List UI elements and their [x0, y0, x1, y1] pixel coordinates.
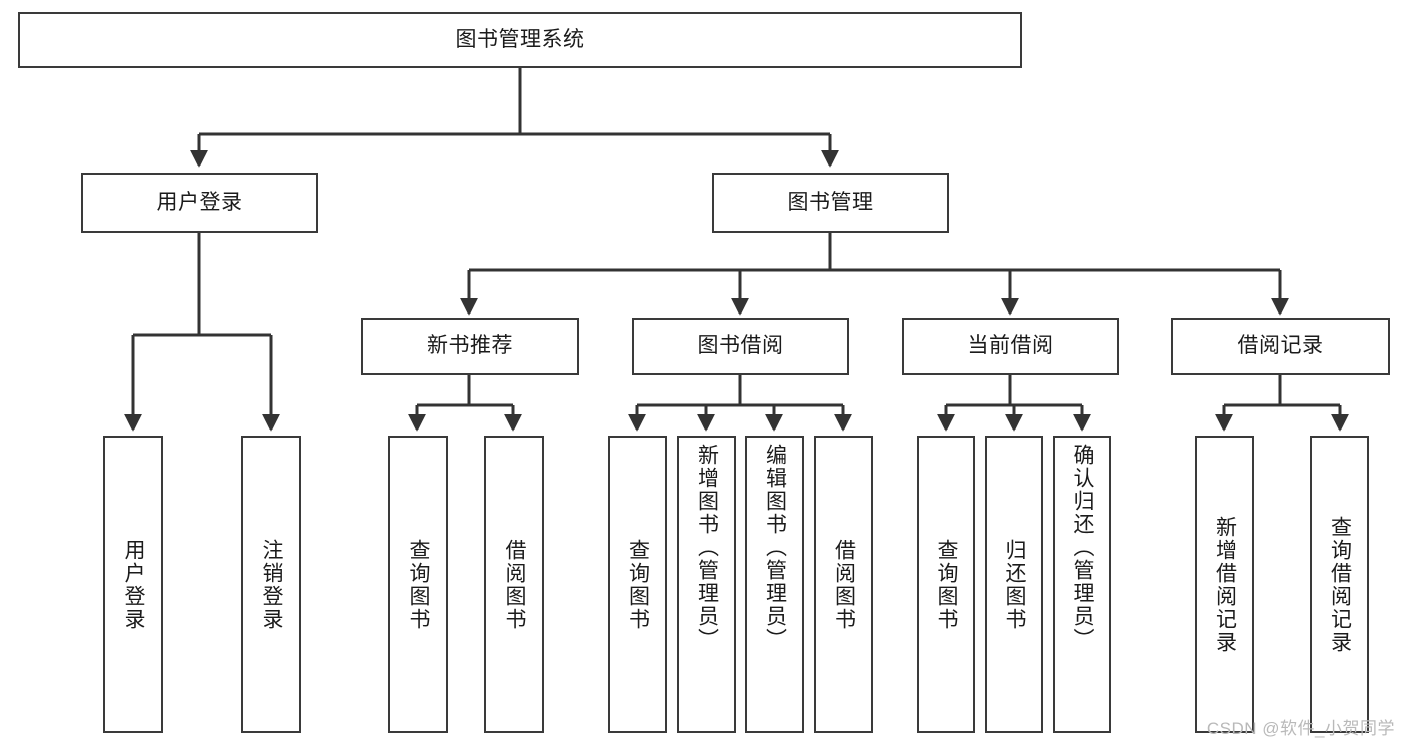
node-label: 查询图书: [935, 538, 959, 631]
node-label: 图书管理: [787, 190, 874, 214]
node-label: 注销登录: [260, 538, 284, 631]
node-label: 图书借阅: [697, 334, 784, 358]
leaf-bb-borrow-book[interactable]: 借阅图书: [814, 436, 873, 733]
leaf-bb-add-book[interactable]: 新增图书（管理员）: [677, 436, 736, 733]
node-label: 编辑图书（管理员）: [763, 444, 787, 651]
node-label: 查询图书: [407, 538, 431, 631]
node-label: 新书推荐: [427, 334, 513, 358]
leaf-cb-query-book[interactable]: 查询图书: [917, 436, 975, 733]
node-label: 借阅记录: [1237, 334, 1324, 358]
node-label: 新增图书（管理员）: [695, 444, 719, 651]
node-label: 新增借阅记录: [1213, 515, 1237, 654]
leaf-cb-return-book[interactable]: 归还图书: [985, 436, 1043, 733]
node-label: 图书管理系统: [455, 27, 585, 51]
leaf-user-login[interactable]: 用户登录: [103, 436, 163, 733]
leaf-nb-borrow-book[interactable]: 借阅图书: [484, 436, 544, 733]
node-label: 查询图书: [626, 538, 650, 631]
node-book-manage[interactable]: 图书管理: [712, 173, 949, 233]
node-label: 借阅图书: [503, 538, 527, 631]
node-label: 当前借阅: [967, 334, 1054, 358]
node-label: 借阅图书: [832, 538, 856, 631]
leaf-cb-confirm-return[interactable]: 确认归还（管理员）: [1053, 436, 1111, 733]
node-label: 用户登录: [122, 538, 146, 631]
leaf-nb-query-book[interactable]: 查询图书: [388, 436, 448, 733]
node-label: 确认归还（管理员）: [1071, 444, 1095, 651]
leaf-bb-query-book[interactable]: 查询图书: [608, 436, 667, 733]
leaf-logout[interactable]: 注销登录: [241, 436, 301, 733]
node-borrow-record[interactable]: 借阅记录: [1171, 318, 1390, 375]
leaf-br-query-record[interactable]: 查询借阅记录: [1310, 436, 1369, 733]
node-label: 查询借阅记录: [1328, 515, 1352, 654]
leaf-br-add-record[interactable]: 新增借阅记录: [1195, 436, 1254, 733]
node-user-login[interactable]: 用户登录: [81, 173, 318, 233]
watermark: CSDN @软件_小贺同学: [1206, 719, 1395, 738]
node-label: 用户登录: [156, 190, 243, 214]
leaf-bb-edit-book[interactable]: 编辑图书（管理员）: [745, 436, 804, 733]
node-book-borrow[interactable]: 图书借阅: [632, 318, 849, 375]
node-root-system[interactable]: 图书管理系统: [18, 12, 1022, 68]
node-current-borrow[interactable]: 当前借阅: [902, 318, 1119, 375]
node-new-book-recommend[interactable]: 新书推荐: [361, 318, 579, 375]
node-label: 归还图书: [1003, 538, 1027, 631]
